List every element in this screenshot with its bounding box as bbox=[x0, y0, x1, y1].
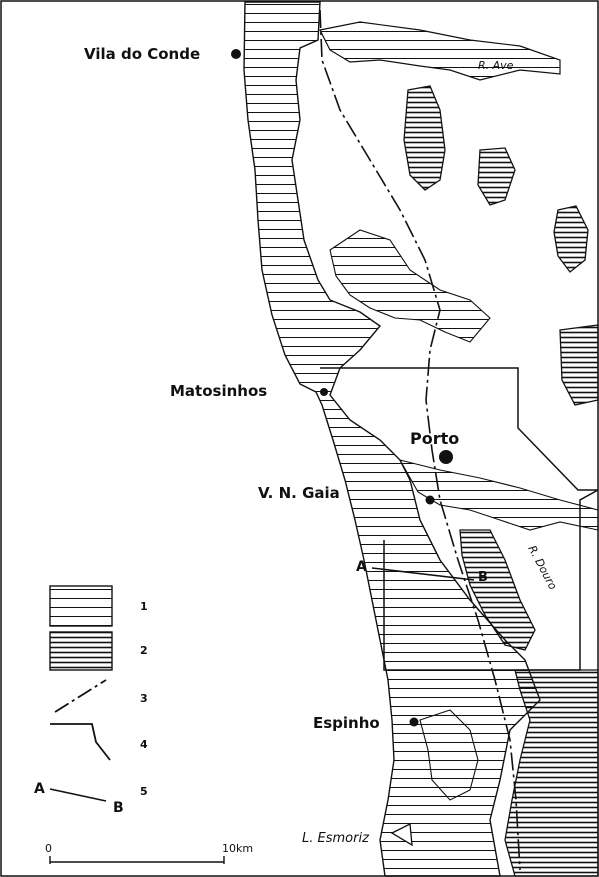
scale-label-start: 0 bbox=[45, 842, 52, 855]
legend-swatch-2 bbox=[49, 631, 113, 671]
matosinhos-marker bbox=[320, 388, 328, 396]
legend-number-3: 3 bbox=[140, 692, 148, 705]
profile-line bbox=[371, 567, 475, 581]
coastal-deposit-area bbox=[243, 1, 541, 877]
river-label-douro: R. Douro bbox=[525, 543, 559, 592]
study-area-boundary bbox=[320, 367, 599, 671]
river-label-ave: R. Ave bbox=[478, 59, 514, 72]
legend-symbol-fault bbox=[54, 679, 107, 713]
vn-gaia-marker bbox=[425, 495, 435, 505]
legend-profile-label-a: A bbox=[34, 781, 45, 797]
raised-beach-deposit bbox=[559, 324, 599, 406]
legend-number-5: 5 bbox=[140, 785, 148, 798]
place-label-porto: Porto bbox=[410, 429, 459, 448]
scale-bar: 0 10km bbox=[45, 842, 253, 864]
place-label-matosinhos: Matosinhos bbox=[170, 382, 267, 400]
esmoriz-lagoon bbox=[390, 822, 413, 847]
espinho-marker bbox=[409, 717, 419, 727]
coastal-deposit-area bbox=[419, 709, 479, 801]
profile-label-a: A bbox=[356, 559, 367, 575]
legend-profile-label-b: B bbox=[113, 800, 124, 816]
place-label-vila-do-conde: Vila do Conde bbox=[84, 45, 200, 63]
raised-beach-deposit bbox=[477, 147, 516, 206]
river-valley-deposit bbox=[398, 459, 599, 531]
place-label-vn-gaia: V. N. Gaia bbox=[258, 484, 340, 502]
lagoon-label: L. Esmoriz bbox=[302, 831, 370, 846]
profile-label-b: B bbox=[478, 570, 488, 585]
fault-line bbox=[319, 9, 521, 871]
legend: 1 2 3 4 A B 5 bbox=[34, 585, 148, 816]
legend-number-2: 2 bbox=[140, 644, 148, 657]
coastal-deposit-area bbox=[329, 229, 491, 343]
river-valley-deposit bbox=[319, 21, 561, 81]
vila-do-conde-marker bbox=[231, 49, 241, 59]
legend-swatch-1 bbox=[49, 585, 113, 627]
legend-symbol-profile bbox=[49, 788, 107, 802]
porto-marker bbox=[439, 450, 453, 464]
legend-number-1: 1 bbox=[140, 600, 148, 613]
legend-symbol-boundary bbox=[50, 723, 111, 761]
raised-beach-deposit bbox=[403, 85, 446, 191]
legend-number-4: 4 bbox=[140, 738, 148, 751]
scale-label-end: 10km bbox=[222, 842, 253, 855]
place-label-espinho: Espinho bbox=[313, 714, 380, 732]
raised-beach-deposit bbox=[504, 669, 599, 877]
raised-beach-deposit bbox=[553, 205, 589, 273]
raised-beach-deposit bbox=[459, 529, 536, 651]
